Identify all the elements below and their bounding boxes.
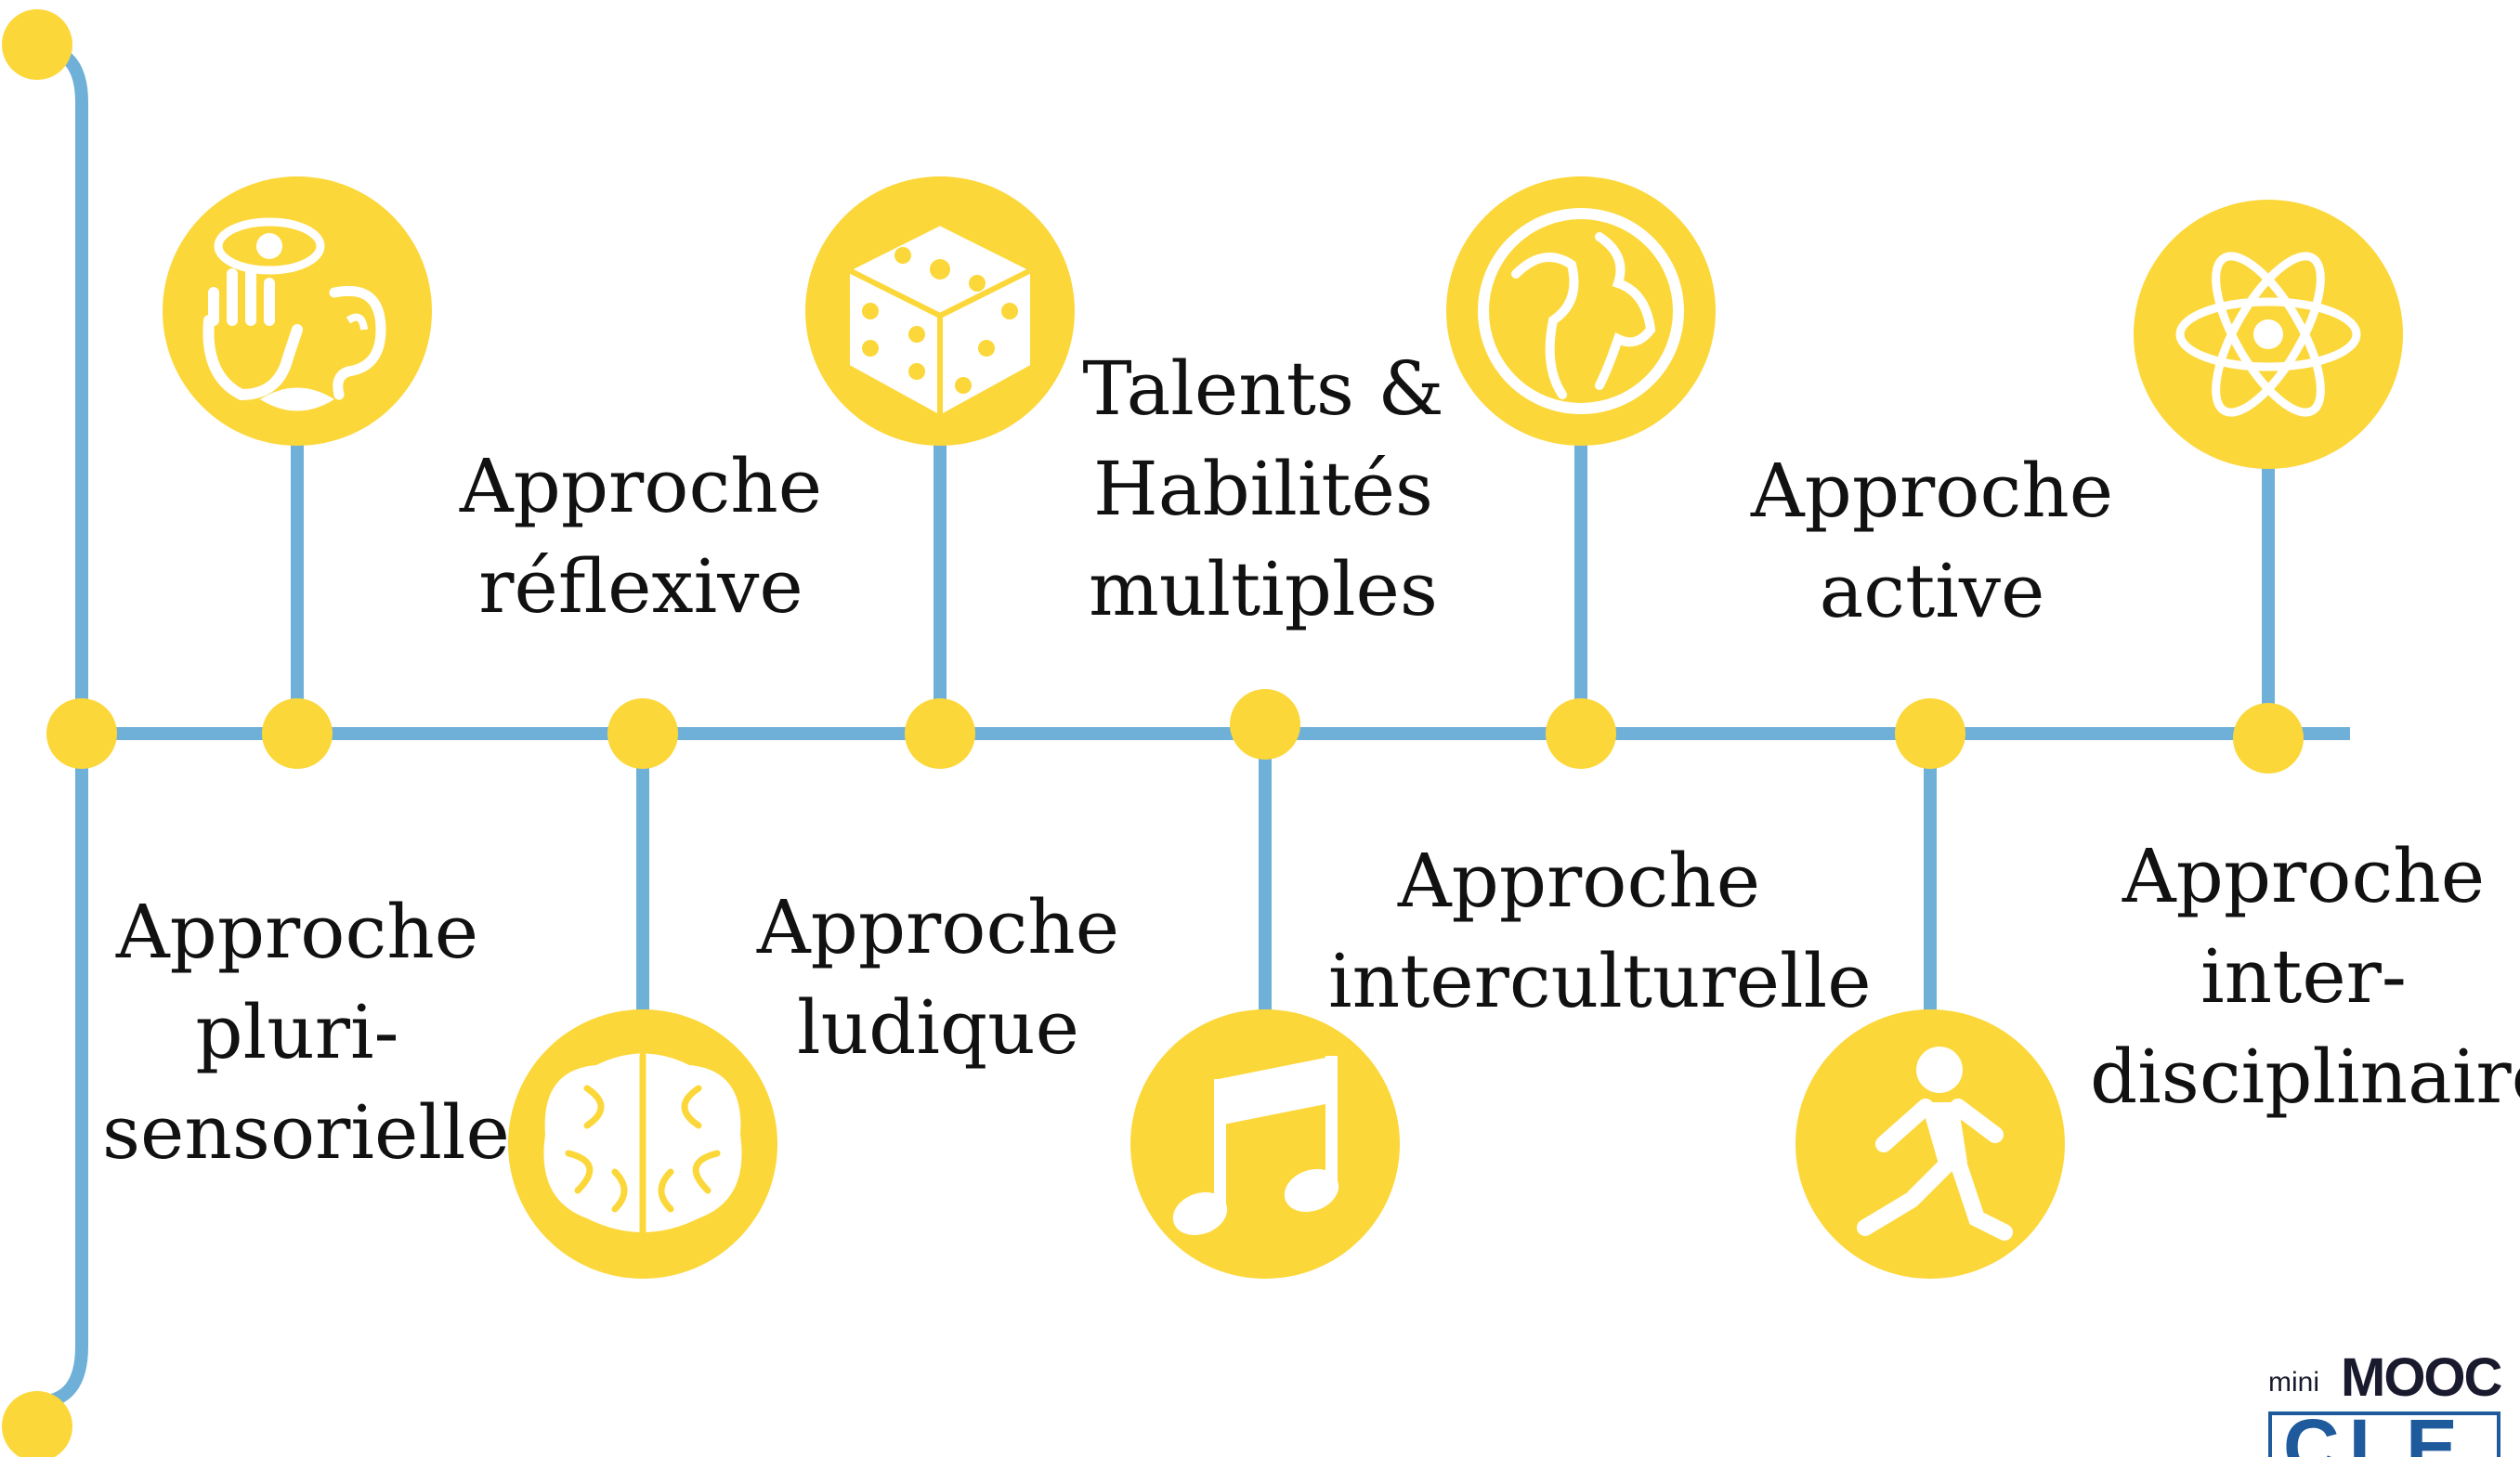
logo-box: [2268, 1411, 2500, 1457]
globe-icon: [1446, 176, 1716, 446]
label-ludique: Approche ludique: [756, 884, 1120, 1071]
junction-dot: [1230, 689, 1300, 760]
label-reflexive: Approche réflexive: [459, 443, 823, 630]
label-inter-disciplinaire: Approche inter- disciplinaire: [2090, 833, 2520, 1120]
bar-bottom-dot: [2, 1391, 72, 1457]
bar-top-dot: [2, 9, 72, 80]
label-interculturelle: Approche interculturelle: [1328, 838, 1872, 1024]
junction-dot: [905, 698, 975, 769]
runner-icon: [1795, 1009, 2065, 1279]
label-talents-habilites: Talents & Habilités multiples: [1082, 345, 1444, 632]
atom-icon: [2134, 200, 2403, 469]
logo-mini-text: mini: [2268, 1367, 2320, 1398]
junction-dot: [1546, 698, 1616, 769]
junction-dot: [262, 698, 333, 769]
logo-mooc-text: MOOC: [2341, 1347, 2502, 1408]
label-active: Approche active: [1750, 448, 2114, 634]
minimooc-cle-logo: mini MOOC CLE: [2259, 1346, 2510, 1457]
junction-dot: [46, 698, 117, 769]
label-pluri-sensorielle: Approche pluri- sensorielle: [102, 889, 510, 1176]
junction-dot: [1895, 698, 1965, 769]
logo-cle-text: CLE: [2283, 1403, 2467, 1457]
senses-icon: [163, 176, 432, 446]
junction-dot: [607, 698, 678, 769]
junction-dot: [2233, 703, 2304, 774]
music-note-icon: [1130, 1009, 1400, 1279]
brain-icon: [508, 1009, 777, 1279]
dice-icon: [805, 176, 1075, 446]
